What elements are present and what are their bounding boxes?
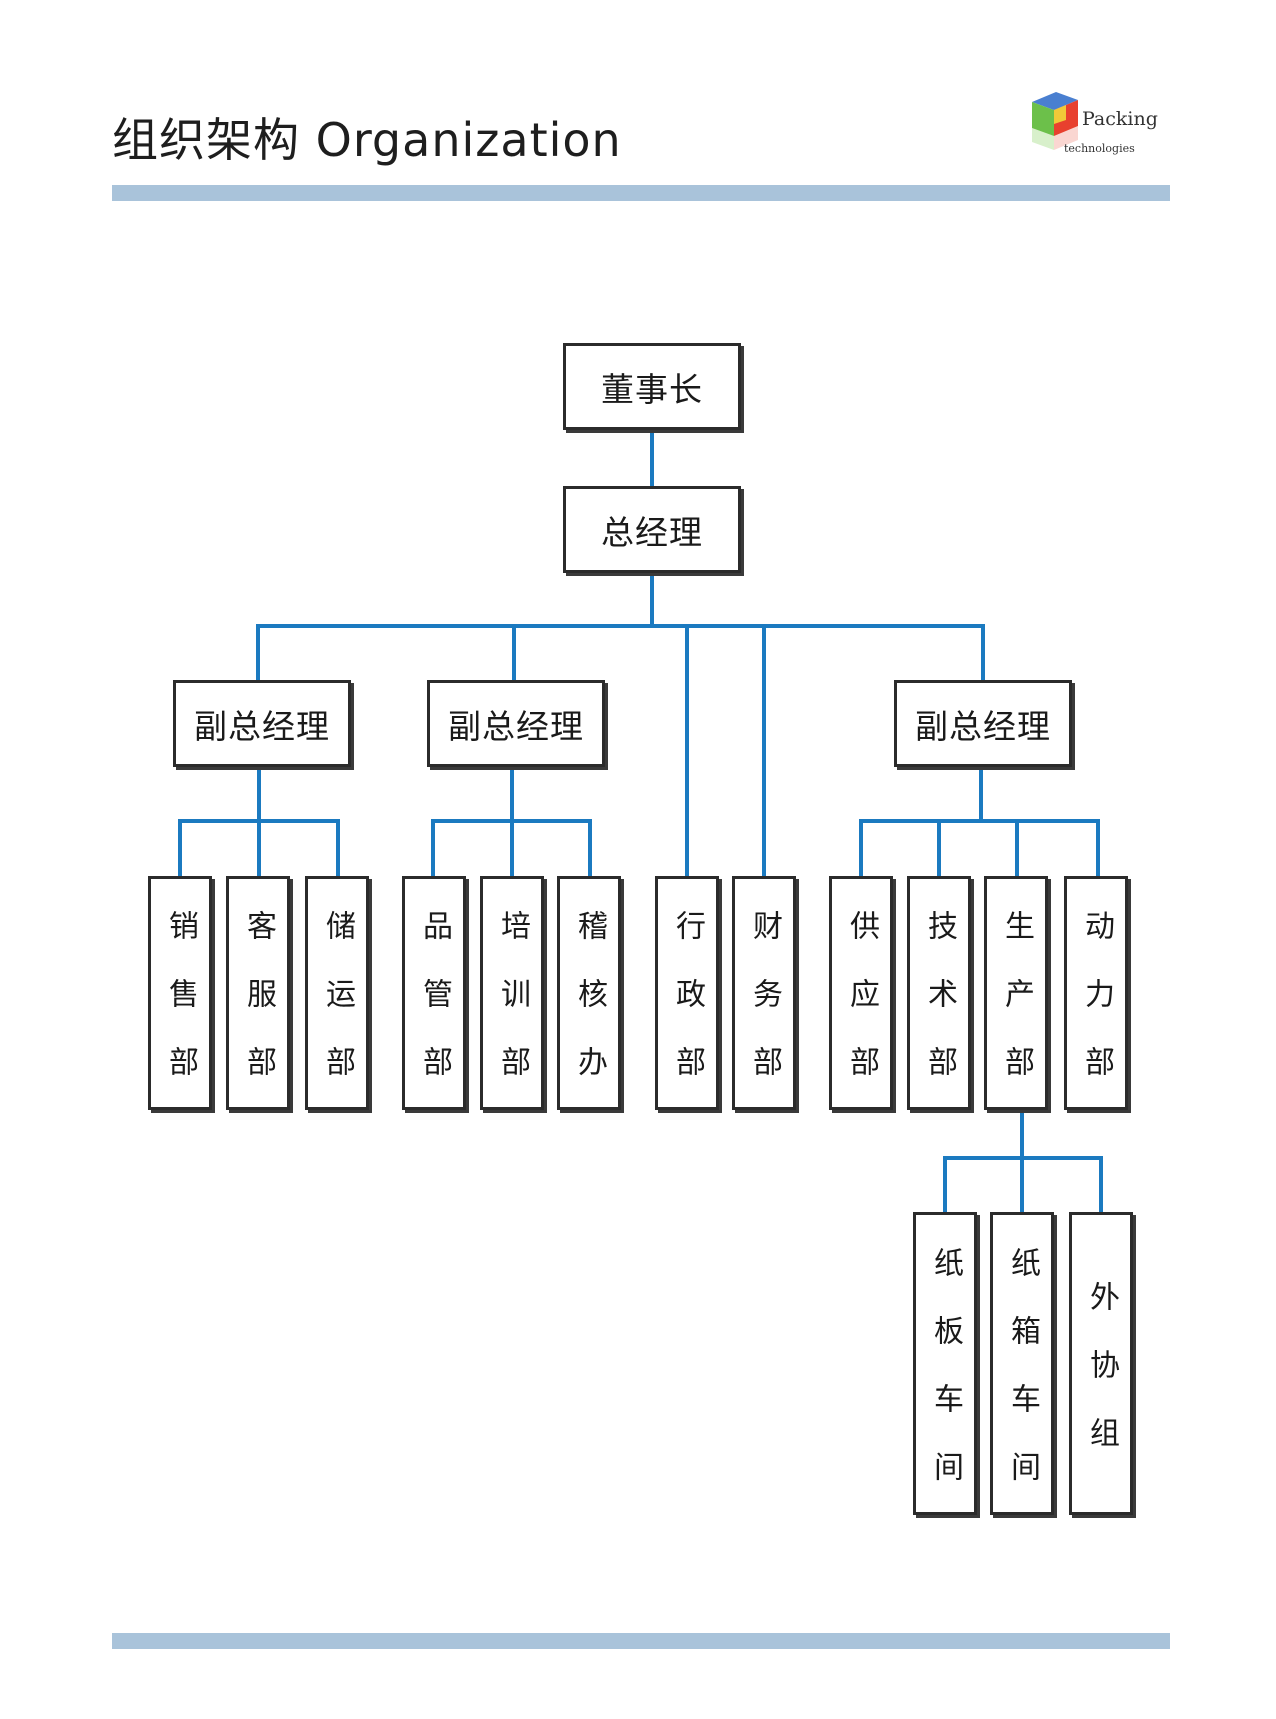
outsourcing-group-box[interactable]: 外协组 — [1069, 1212, 1133, 1515]
logo-text-sub: technologies — [1064, 142, 1135, 155]
dept-label: 销售部 — [163, 910, 198, 1114]
dept-admin-box[interactable]: 行政部 — [655, 876, 719, 1114]
dept-sales-box[interactable]: 销售部 — [148, 876, 212, 1114]
dept-label: 供应部 — [844, 910, 879, 1114]
vice-gm-right-box[interactable]: 副总经理 — [894, 680, 1072, 767]
general-manager-box[interactable]: 总经理 — [563, 486, 741, 573]
cube-logo-icon — [1032, 92, 1078, 150]
dept-supply-box[interactable]: 供应部 — [829, 876, 893, 1114]
vice-gm-label: 副总经理 — [915, 706, 1051, 746]
dept-tech-box[interactable]: 技术部 — [907, 876, 971, 1114]
workshop-label: 外协组 — [1084, 1280, 1119, 1485]
logo-text-main: Packing — [1082, 108, 1158, 130]
dept-label: 稽核办 — [572, 910, 607, 1114]
header-divider — [112, 185, 1170, 201]
chairman-label: 董事长 — [601, 369, 703, 409]
dept-label: 储运部 — [320, 910, 355, 1114]
page-title: 组织架构 Organization — [112, 113, 622, 167]
workshop-carton-box[interactable]: 纸箱车间 — [990, 1212, 1054, 1519]
dept-logistics-box[interactable]: 储运部 — [305, 876, 369, 1114]
vice-gm-left-box[interactable]: 副总经理 — [173, 680, 351, 767]
dept-service-box[interactable]: 客服部 — [226, 876, 290, 1114]
workshop-board-box[interactable]: 纸板车间 — [913, 1212, 977, 1519]
workshop-label: 纸箱车间 — [1005, 1246, 1040, 1519]
chairman-box[interactable]: 董事长 — [563, 343, 741, 430]
dept-training-box[interactable]: 培训部 — [480, 876, 544, 1114]
vice-gm-middle-box[interactable]: 副总经理 — [427, 680, 605, 767]
dept-label: 生产部 — [999, 910, 1034, 1114]
dept-audit-box[interactable]: 稽核办 — [557, 876, 621, 1114]
vice-gm-label: 副总经理 — [448, 706, 584, 746]
dept-label: 技术部 — [922, 910, 957, 1114]
dept-label: 品管部 — [417, 910, 452, 1114]
dept-quality-box[interactable]: 品管部 — [402, 876, 466, 1114]
dept-power-box[interactable]: 动力部 — [1064, 876, 1128, 1114]
dept-label: 客服部 — [241, 910, 276, 1114]
footer-divider — [112, 1633, 1170, 1649]
dept-label: 财务部 — [747, 910, 782, 1114]
general-manager-label: 总经理 — [601, 512, 703, 552]
workshop-label: 纸板车间 — [928, 1246, 963, 1519]
dept-label: 动力部 — [1079, 910, 1114, 1114]
dept-label: 培训部 — [495, 910, 530, 1114]
company-logo: Packing technologies — [1024, 88, 1158, 168]
dept-production-box[interactable]: 生产部 — [984, 876, 1048, 1114]
dept-label: 行政部 — [670, 910, 705, 1114]
vice-gm-label: 副总经理 — [194, 706, 330, 746]
dept-finance-box[interactable]: 财务部 — [732, 876, 796, 1114]
